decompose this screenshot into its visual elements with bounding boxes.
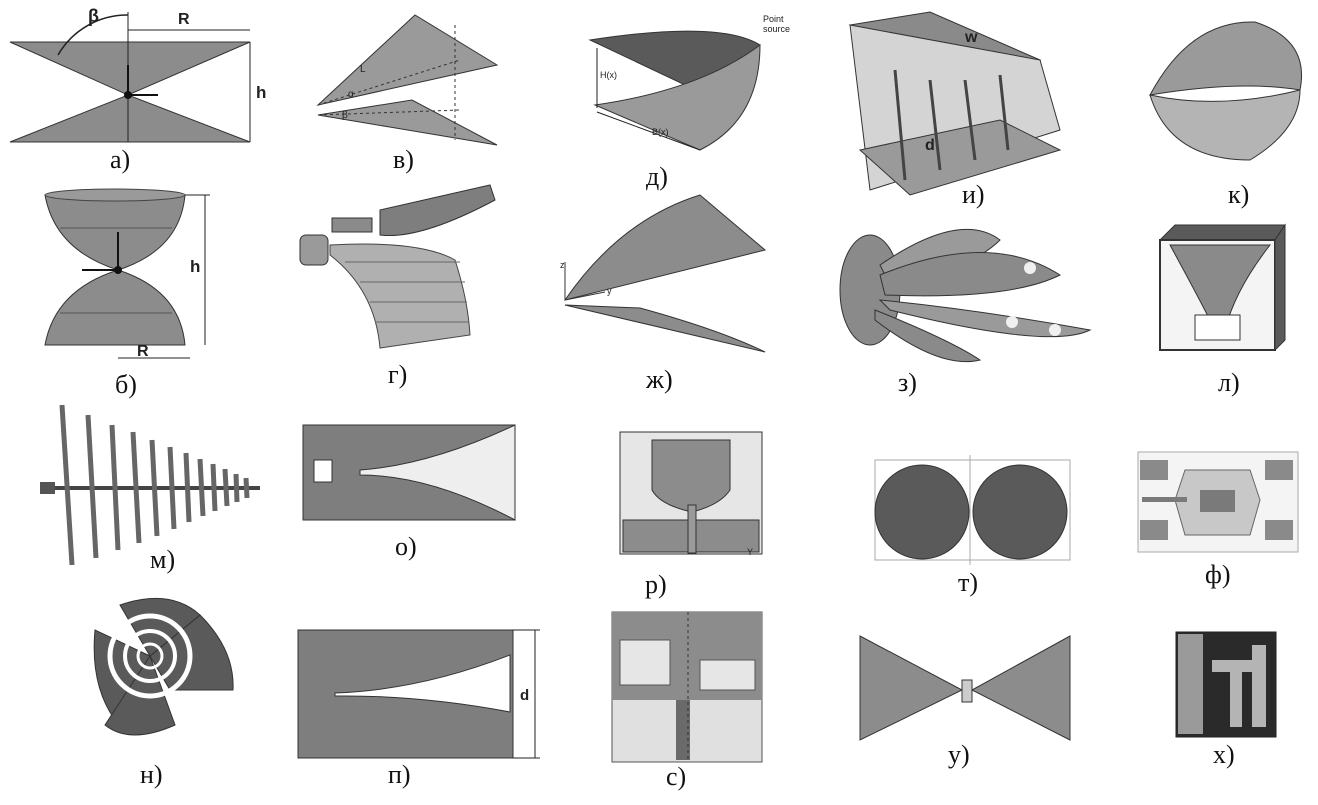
panel-a-biconical: β R h: [9, 6, 266, 143]
label-point-source: Point: [763, 14, 784, 24]
panel-r-monopole: Y: [619, 431, 763, 557]
label-R-b: R: [137, 343, 149, 360]
caption-h: х): [1213, 740, 1235, 769]
label-beta-v: β: [342, 110, 348, 121]
label-z-axis: z: [560, 260, 565, 270]
panel-u-bowtie: [859, 635, 1071, 741]
label-point-source-2: source: [763, 24, 790, 34]
caption-z: з): [898, 368, 917, 397]
caption-i: и): [962, 180, 985, 209]
label-h-b: h: [190, 257, 200, 276]
panel-h-chip: [1175, 631, 1277, 738]
caption-o: о): [395, 532, 417, 561]
label-y-axis: y: [607, 286, 612, 296]
caption-m: м): [150, 545, 176, 574]
panel-p-tapered-slot: d: [297, 629, 540, 759]
panel-z-petals: [839, 228, 1092, 363]
caption-f: ф): [1205, 560, 1231, 589]
label-beta: β: [88, 6, 99, 26]
caption-g: г): [388, 360, 408, 389]
panel-k-loop: [1149, 21, 1302, 161]
label-Y: Y: [747, 547, 753, 557]
caption-d: д): [646, 162, 668, 191]
caption-r: р): [645, 570, 667, 599]
panel-m-log-periodic: [40, 404, 260, 566]
label-d-p: d: [520, 687, 529, 704]
caption-k: к): [1228, 180, 1250, 209]
panel-b-spherical: h R: [44, 188, 210, 360]
label-R: R: [178, 11, 190, 28]
panel-v-planar-dipole: L α β: [316, 14, 499, 146]
panel-s-planar-layout: [611, 611, 763, 763]
label-Bx: B(x): [652, 127, 669, 137]
panel-g-horn: [299, 184, 496, 349]
caption-n: н): [140, 760, 163, 789]
panel-n-spiral: [93, 597, 234, 736]
label-w: w: [964, 29, 978, 46]
label-L: L: [360, 64, 366, 75]
panel-l-box-horn: [1158, 223, 1286, 352]
caption-zh: ж): [646, 365, 673, 394]
label-Hx: H(x): [600, 70, 617, 80]
caption-s: с): [666, 762, 687, 791]
label-d-i: d: [925, 137, 935, 154]
panel-o-vivaldi: [302, 424, 516, 521]
caption-a: а): [110, 145, 131, 174]
panel-i-ridged-horn: w d: [848, 11, 1062, 196]
label-alpha: α: [348, 89, 354, 100]
panel-t-discs: [874, 455, 1071, 565]
caption-b: б): [115, 370, 137, 399]
caption-u: у): [948, 740, 970, 769]
panel-d-wedge: H(x) B(x) Point source: [588, 14, 790, 151]
caption-l: л): [1218, 368, 1240, 397]
caption-t: т): [958, 568, 979, 597]
caption-p: п): [388, 760, 411, 789]
label-h: h: [256, 83, 266, 102]
panel-f-planar-circuit: [1137, 451, 1299, 553]
panel-zh-tem-horn: z y: [560, 194, 767, 353]
caption-v: в): [393, 145, 414, 174]
